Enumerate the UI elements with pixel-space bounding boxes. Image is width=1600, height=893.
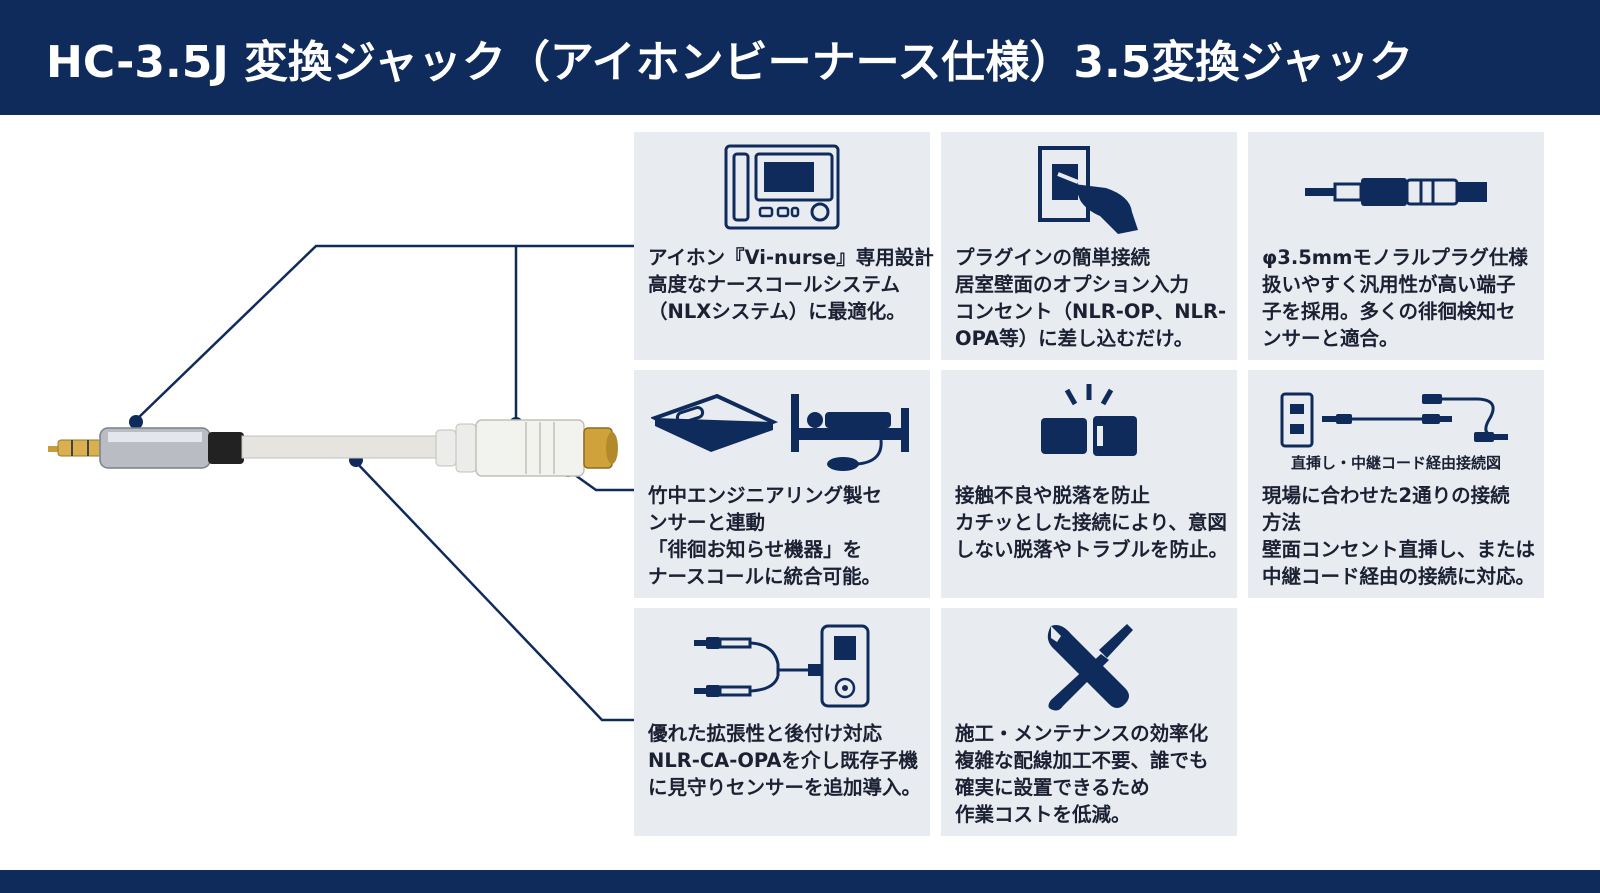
feature-title: 施工・メンテナンスの効率化 (955, 722, 1209, 745)
feature-description: 「徘徊お知らせ機器」を (648, 538, 863, 561)
feature-title: 竹中エンジニアリング製セ (648, 484, 883, 507)
feature-card-two-connection-methods: 直挿し・中継コード経由接続図 現場に合わせた2通りの接続 方法 壁面コンセント直… (1248, 370, 1544, 598)
title-bar: HC-3.5J 変換ジャック（アイホンビーナース仕様）3.5変換ジャック (0, 0, 1600, 115)
feature-card-maintenance: 施工・メンテナンスの効率化 複雑な配線加工不要、誰でも 確実に設置できるため 作… (941, 608, 1237, 836)
feature-description: 子を採用。多くの徘徊検知セ (1262, 300, 1516, 323)
feature-card-takenaka-sensor: 竹中エンジニアリング製セ ンサーと連動 「徘徊お知らせ機器」を ナースコールに統… (634, 370, 930, 598)
feature-title: 方法 (1262, 511, 1302, 534)
feature-description: 高度なナースコールシステム (648, 273, 900, 296)
connection-diagram-caption: 直挿し・中継コード経由接続図 (1290, 454, 1501, 472)
feature-title: アイホン『Vi-nurse』専用設計 (648, 246, 934, 269)
feature-description: ナースコールに統合可能。 (648, 565, 882, 588)
connection-diagram-icon (1280, 392, 1508, 448)
bed-sensor-icon (651, 393, 909, 471)
product-illustration (48, 244, 640, 722)
feature-description: コンセント（NLR-OP、NLR- (955, 300, 1227, 323)
feature-title: 現場に合わせた2通りの接続 (1262, 484, 1510, 507)
feature-title: プラグインの簡単接続 (955, 246, 1151, 269)
feature-card-expandability: 優れた拡張性と後付け対応 NLR-CA-OPAを介し既存子機 に見守りセンサーを… (634, 608, 930, 836)
plug-into-wall-icon (1038, 146, 1138, 234)
feature-description: 壁面コンセント直挿し、または (1262, 538, 1536, 561)
feature-description: 作業コストを低減。 (955, 803, 1131, 826)
feature-title: 接触不良や脱落を防止 (955, 484, 1151, 507)
feature-description: OPA等）に差し込むだけ。 (955, 327, 1194, 350)
tools-icon (1047, 624, 1133, 711)
feature-description: ンサーと適合。 (1262, 327, 1399, 350)
feature-card-secure-connection: 接触不良や脱落を防止 カチッとした接続により、意図 しない脱落やトラブルを防止。 (941, 370, 1237, 598)
feature-description: しない脱落やトラブルを防止。 (955, 538, 1229, 561)
feature-description: 確実に設置できるため (955, 776, 1150, 799)
intercom-panel-icon (724, 144, 840, 230)
feature-title: ンサーと連動 (648, 511, 766, 534)
footer-bar (0, 870, 1600, 893)
feature-card-vi-nurse: アイホン『Vi-nurse』専用設計 高度なナースコールシステム （NLXシステ… (634, 132, 934, 360)
feature-description: に見守りセンサーを追加導入。 (648, 776, 922, 799)
feature-description: カチッとした接続により、意図 (955, 511, 1227, 534)
feature-description: NLR-CA-OPAを介し既存子機 (648, 749, 919, 772)
feature-title: 優れた拡張性と後付け対応 (648, 722, 883, 745)
extension-cable-icon (694, 624, 870, 708)
feature-description: （NLXシステム）に最適化。 (648, 300, 906, 323)
feature-description: 複雑な配線加工不要、誰でも (955, 749, 1209, 772)
page-title: HC-3.5J 変換ジャック（アイホンビーナース仕様）3.5変換ジャック (46, 37, 1414, 88)
mono-plug-icon (1305, 178, 1487, 206)
feature-description: 扱いやすく汎用性が高い端子 (1262, 273, 1516, 296)
secure-connection-icon (1041, 384, 1137, 456)
feature-title: φ3.5mmモノラルプラグ仕様 (1262, 246, 1528, 269)
feature-card-plug-in: プラグインの簡単接続 居室壁面のオプション入力 コンセント（NLR-OP、NLR… (941, 132, 1237, 360)
feature-card-mono-plug: φ3.5mmモノラルプラグ仕様 扱いやすく汎用性が高い端子 子を採用。多くの徘徊… (1248, 132, 1544, 360)
feature-description: 居室壁面のオプション入力 (955, 273, 1190, 296)
feature-description: 中継コード経由の接続に対応。 (1262, 565, 1536, 588)
